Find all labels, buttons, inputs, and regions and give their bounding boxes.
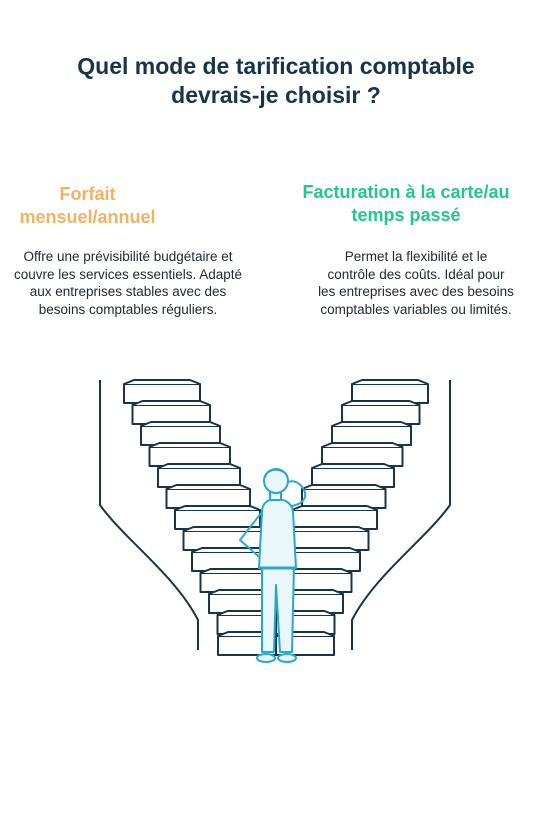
title-line-2: devrais-je choisir ? — [171, 82, 381, 108]
desc-line: comptables variables ou limités. — [320, 301, 512, 317]
person-legs — [261, 565, 295, 653]
option-facturation-description: Permet la flexibilité et le contrôle des… — [302, 248, 530, 318]
left-step-tread — [140, 421, 221, 427]
page-title: Quel mode de tarification comptable devr… — [0, 52, 552, 110]
option-facturation-title-line-2: temps passé — [351, 205, 461, 225]
desc-line: Offre une prévisibilité budgétaire et — [23, 249, 233, 264]
left-step-tread — [166, 484, 251, 490]
left-step-tread — [183, 526, 271, 532]
option-forfait-title-line-1: Forfait — [59, 184, 116, 204]
person-hair — [264, 468, 288, 478]
desc-line: aux entreprises stables avec des — [29, 284, 227, 299]
option-forfait-description: Offre une prévisibilité budgétaire et co… — [0, 248, 256, 318]
left-wall — [99, 380, 199, 650]
option-forfait-title: Forfait mensuel/annuel — [5, 183, 170, 229]
person-right-arm — [287, 480, 307, 507]
left-step-tread — [174, 505, 261, 511]
option-facturation-title-line-1: Facturation à la carte/au — [302, 182, 510, 202]
right-step-tread — [291, 505, 378, 511]
right-step-tread — [321, 442, 403, 448]
right-wall — [351, 380, 451, 650]
right-step-tread — [331, 421, 412, 427]
desc-line: Permet la flexibilité et le — [344, 249, 488, 264]
desc-line: besoins comptables réguliers. — [38, 301, 218, 317]
person-left-arm — [239, 511, 263, 557]
right-step-tread — [311, 463, 395, 469]
desc-line: couvre les services essentiels. Adapté — [13, 266, 243, 282]
right-step-tread — [351, 379, 429, 385]
option-forfait-title-line-2: mensuel/annuel — [19, 207, 156, 227]
left-step-tread — [157, 463, 241, 469]
right-step-tread — [341, 400, 420, 406]
left-step-tread — [123, 379, 201, 385]
person-right-foot — [277, 653, 297, 663]
person-left-foot — [256, 653, 276, 663]
person-torso — [258, 498, 297, 569]
right-step-tread — [301, 484, 386, 490]
title-line-1: Quel mode de tarification comptable — [77, 53, 475, 79]
option-facturation-title: Facturation à la carte/au temps passé — [284, 181, 528, 227]
desc-line: contrôle des coûts. Idéal pour — [327, 266, 505, 282]
desc-line: les entreprises avec des besoins — [318, 284, 514, 299]
left-step-tread — [149, 442, 231, 448]
left-step-tread — [132, 400, 211, 406]
person-thinking — [239, 468, 307, 663]
